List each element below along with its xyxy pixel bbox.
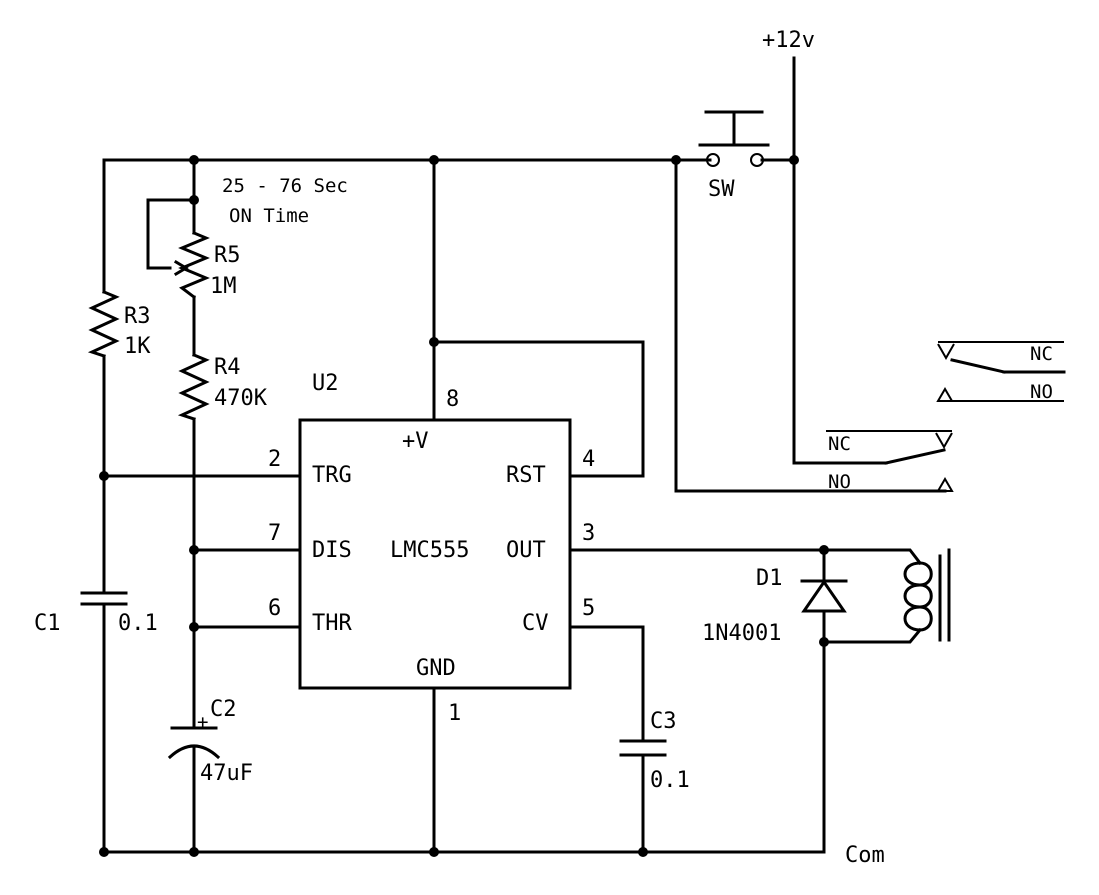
pin-dis-number: 7: [268, 521, 281, 546]
wires: [102, 56, 947, 854]
r5-wiper-arrow: [173, 259, 189, 277]
junction-dot: [429, 847, 439, 857]
c2-value: 47uF: [200, 761, 253, 786]
r5-value: 1M: [210, 274, 237, 299]
pin-vplus-name: +V: [402, 429, 429, 454]
pin-trg-number: 2: [268, 447, 281, 472]
junction-dot: [189, 195, 199, 205]
timing-note-line1: 25 - 76 Sec: [222, 175, 348, 197]
contact-b-nc-label: NC: [828, 433, 851, 455]
contact-b-arm: [884, 448, 946, 465]
r5-ref: R5: [214, 243, 241, 268]
relay-coil-winding: [903, 561, 933, 632]
junction-dot: [189, 622, 199, 632]
relay-coil: [903, 548, 951, 642]
pin-out-number: 3: [582, 521, 595, 546]
wire-coil-top: [822, 548, 923, 566]
pin-thr-number: 6: [268, 596, 281, 621]
contact-a-nc-mark: [937, 343, 955, 361]
c3-value: 0.1: [650, 768, 690, 793]
c2-ref: C2: [210, 697, 237, 722]
switch-terminal-left: [706, 153, 720, 167]
pin-thr-name: THR: [312, 611, 352, 636]
contact-a-nc-label: NC: [1030, 343, 1053, 365]
wire-r5-wiper: [146, 198, 196, 270]
pin-out-name: OUT: [506, 538, 546, 563]
r3-ref: R3: [124, 304, 151, 329]
pin-gnd-number: 1: [448, 701, 461, 726]
contact-b-no-mark: [936, 477, 954, 492]
junction-dot: [429, 337, 439, 347]
resistor-r4: [177, 353, 210, 421]
ic-u2-part: LMC555: [390, 538, 469, 563]
wire-pin5-cv: [568, 625, 645, 743]
d1-ref: D1: [756, 566, 783, 591]
junction-dot: [189, 545, 199, 555]
d1-value: 1N4001: [702, 621, 781, 646]
switch-terminal-right: [750, 153, 764, 167]
pin-rst-number: 4: [582, 447, 595, 472]
junction-dot: [671, 155, 681, 165]
junction-dot: [99, 471, 109, 481]
contact-b-nc-mark: [935, 432, 953, 450]
resistor-r3: [87, 290, 120, 358]
resistor-r5: [178, 231, 210, 300]
c1-value: 0.1: [118, 611, 158, 636]
timing-note-line2: ON Time: [229, 205, 309, 227]
push-button-switch: [698, 110, 770, 167]
junction-dot: [189, 847, 199, 857]
capacitor-c3: [619, 739, 667, 757]
c2-polarity: +: [197, 711, 208, 733]
pin-rst-name: RST: [506, 463, 546, 488]
junction-dot: [789, 155, 799, 165]
junction-dot: [819, 637, 829, 647]
wire-coil-bottom: [822, 627, 923, 644]
contact-a-no-label: NO: [1030, 381, 1053, 403]
junction-dot: [819, 545, 829, 555]
wire-pin4-reset: [432, 340, 645, 478]
contact-b-no-label: NO: [828, 471, 851, 493]
ground-label: Com: [845, 843, 885, 868]
capacitor-c2: [167, 726, 221, 760]
c1-ref: C1: [34, 611, 61, 636]
contact-a-no-mark: [936, 387, 954, 402]
d1-anode-triangle: [801, 579, 847, 613]
supply-label: +12v: [762, 28, 815, 53]
switch-label: SW: [708, 177, 735, 202]
junction-dot: [638, 847, 648, 857]
wire-relay-no-feed: [674, 158, 947, 493]
relay-contact-a: [936, 341, 1066, 402]
pin-cv-name: CV: [522, 611, 549, 636]
r3-value: 1K: [124, 334, 151, 359]
pin-cv-number: 5: [582, 596, 595, 621]
junction-dot: [429, 155, 439, 165]
pin-trg-name: TRG: [312, 463, 352, 488]
contact-a-arm: [950, 358, 1006, 374]
r4-ref: R4: [214, 355, 241, 380]
c2-plate-negative: [167, 744, 221, 760]
r4-value: 470K: [214, 386, 268, 411]
junction-dot: [189, 155, 199, 165]
junction-dot: [99, 847, 109, 857]
pin-vplus-number: 8: [446, 387, 459, 412]
capacitor-c1: [80, 591, 128, 606]
relay-contact-b: [792, 430, 954, 492]
ic-u2-ref: U2: [312, 371, 339, 396]
pin-gnd-name: GND: [416, 656, 456, 681]
ic-u2-body: [298, 418, 572, 690]
pin-dis-name: DIS: [312, 538, 352, 563]
c3-ref: C3: [650, 709, 677, 734]
diode-d1: [800, 579, 848, 613]
junction-dots: [99, 155, 829, 857]
